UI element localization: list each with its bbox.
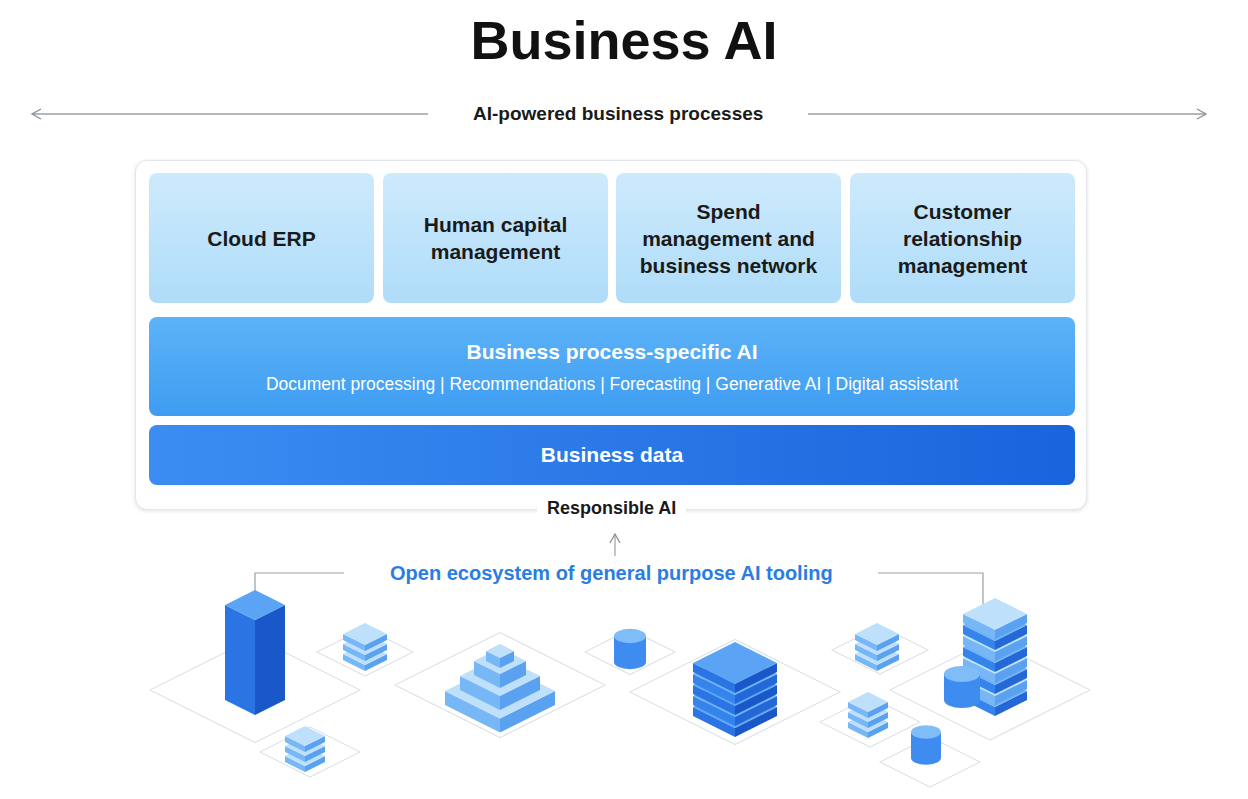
box-title: Spend management and business network (630, 198, 827, 279)
platform-frame: Responsible AICloud ERPHuman capital man… (135, 160, 1087, 510)
iso-shape (963, 598, 1027, 630)
iso-shape (285, 726, 325, 746)
iso-shape (855, 623, 899, 645)
iso-shape (585, 630, 675, 675)
box-title: Business data (541, 441, 683, 469)
cylinder (944, 666, 980, 708)
iso-shape (225, 590, 285, 620)
solution-box: Spend management and business network (616, 173, 841, 303)
diagram-title: Business AI (0, 8, 1248, 72)
iso-shape (255, 605, 285, 715)
box-title: Business process-specific AI (466, 338, 757, 366)
span-arrow-left (32, 113, 428, 114)
cylinder (911, 725, 941, 765)
iso-shape (260, 727, 360, 777)
bracket-right (878, 573, 983, 610)
solution-box: Customer relationship management (850, 173, 1075, 303)
iso-shape (693, 642, 777, 684)
iso-shape (848, 692, 888, 712)
up-arrow (614, 534, 615, 556)
process-span-label: AI-powered business processes (467, 102, 769, 126)
box-title: Human capital management (397, 211, 594, 265)
iso-shape (630, 640, 840, 745)
span-arrow-right (808, 113, 1206, 114)
iso-shape (225, 605, 255, 715)
data-band: Business data (149, 425, 1075, 485)
capability-list: Document processing | Recommendations | … (266, 372, 958, 396)
frame-caption: Responsible AI (537, 497, 686, 519)
iso-shape (343, 623, 387, 645)
box-title: Cloud ERP (207, 225, 316, 252)
ai-band: Business process-specific AI Document pro… (149, 317, 1075, 416)
solution-box: Cloud ERP (149, 173, 374, 303)
cylinder (614, 629, 646, 669)
solution-box: Human capital management (383, 173, 608, 303)
ecosystem-label: Open ecosystem of general purpose AI too… (384, 561, 839, 585)
box-title: Customer relationship management (864, 198, 1061, 279)
iso-shape (486, 644, 514, 658)
iso-shape (395, 633, 605, 738)
